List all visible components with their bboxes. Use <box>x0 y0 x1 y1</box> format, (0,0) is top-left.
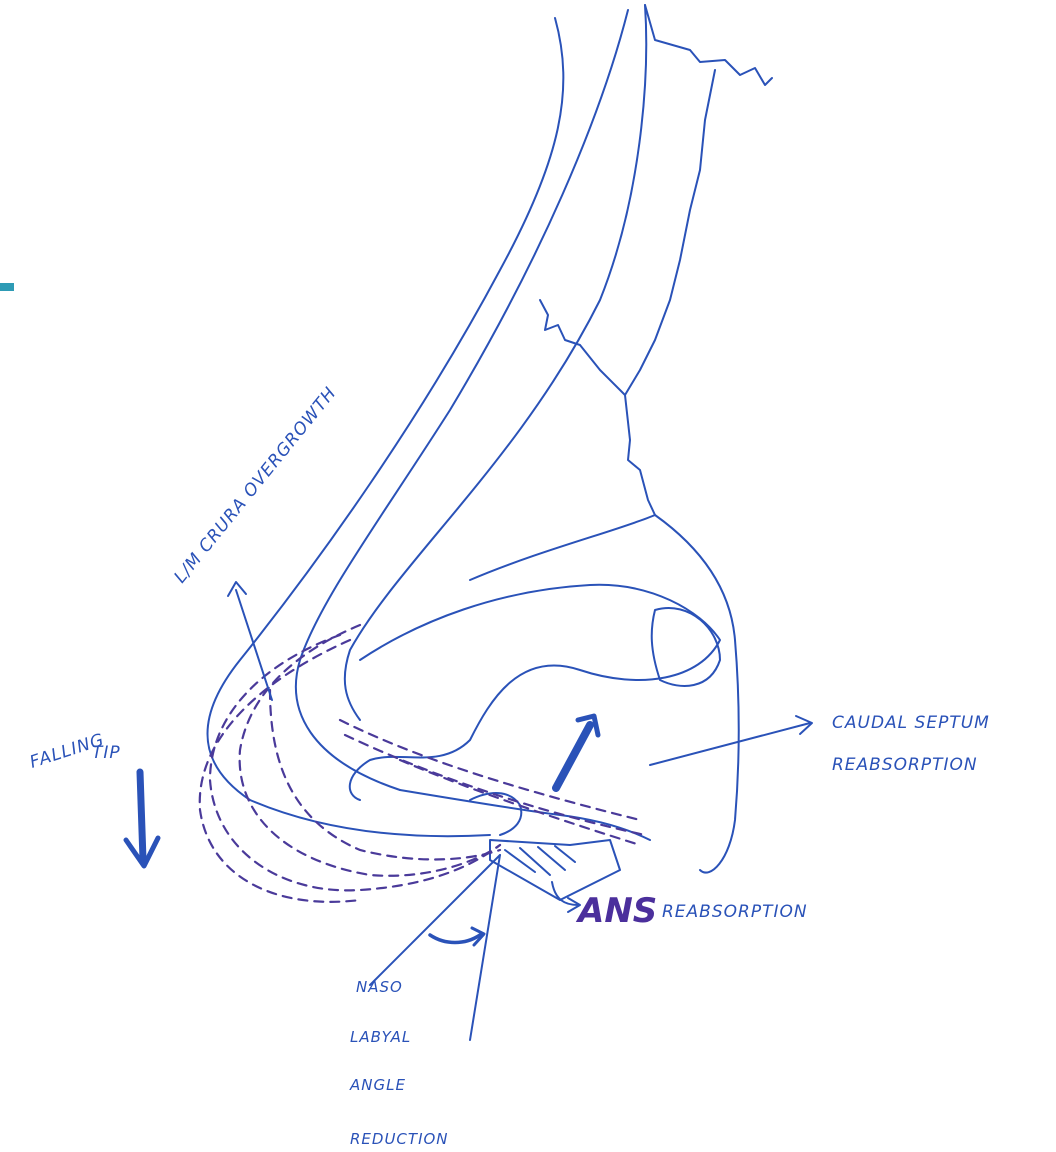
bone-border-jagged <box>625 5 772 395</box>
dashed-septum-2 <box>345 735 645 835</box>
nasolabial-line-right <box>470 855 500 1040</box>
nasolabial-label-line3: ANGLE <box>349 1076 406 1094</box>
nasolabial-label-line1: NASO <box>356 978 403 996</box>
septum-up-arrow <box>556 725 590 788</box>
falling-tip-label-line2: TIP <box>92 743 121 763</box>
dorsum-third-line <box>345 5 646 720</box>
caudal-septum-label-line2: REABSORPTION <box>832 755 978 775</box>
falling-tip-arrow <box>140 772 143 860</box>
crura-overgrowth-label: L/M CRURA OVERGROWTH <box>170 383 340 587</box>
dorsum-outer-line <box>208 18 564 836</box>
nasolabial-label-line2: LABYAL <box>350 1028 411 1046</box>
dashed-profile-1 <box>240 625 500 876</box>
nasolabial-rotation-arrow <box>430 935 480 943</box>
dashed-profile-2 <box>210 635 500 890</box>
lateral-crus-line <box>470 515 739 873</box>
upper-lateral-border <box>540 300 655 515</box>
alar-upper-curve <box>350 585 720 800</box>
dome-shape <box>652 608 720 686</box>
ans-label: ANS <box>575 891 657 931</box>
ans-reabsorption-label: REABSORPTION <box>662 902 808 922</box>
septum-pointer-line <box>650 723 810 765</box>
nasolabial-line-left <box>370 855 500 985</box>
crura-pointer-line <box>236 590 272 700</box>
columella-line <box>400 790 650 840</box>
ans-hatching <box>505 846 575 875</box>
caudal-septum-label-line1: CAUDAL SEPTUM <box>832 713 990 733</box>
dashed-profile-3 <box>200 640 360 902</box>
nasolabial-label-line4: REDUCTION <box>350 1130 449 1148</box>
